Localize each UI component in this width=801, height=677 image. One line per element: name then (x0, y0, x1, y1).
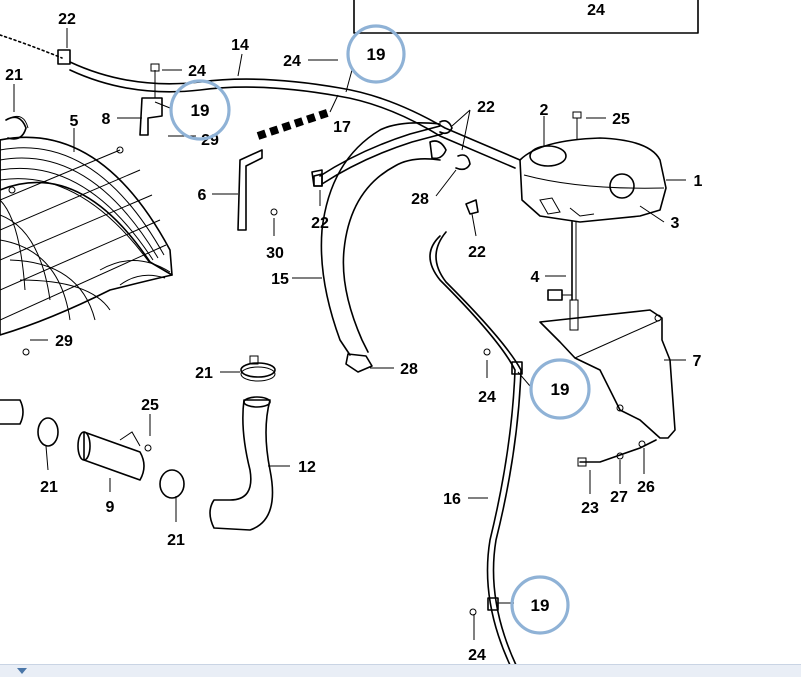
part-bracket-7 (539, 309, 676, 439)
callout-21: 21 (167, 532, 185, 549)
highlight-label-19: 19 (551, 380, 570, 399)
callout-4: 4 (531, 269, 540, 286)
highlight-circle-19[interactable]: 19 (169, 79, 231, 141)
callout-25: 25 (612, 111, 630, 128)
callout-24: 24 (283, 53, 301, 70)
callout-22: 22 (477, 99, 495, 116)
callout-24: 24 (478, 389, 496, 406)
part-hose-17 (311, 125, 443, 187)
callout-30: 30 (266, 245, 284, 262)
leader-lines (13, 28, 686, 640)
callout-labels: 22 21 14 24 24 8 5 29 17 22 2 25 1 6 22 … (5, 11, 702, 664)
part-pipe-9 (0, 348, 185, 499)
callout-23: 23 (581, 500, 599, 517)
callout-17: 17 (333, 119, 351, 136)
part-bracket-8 (139, 63, 163, 136)
clamp-21-top-left (5, 115, 29, 140)
callout-2: 2 (540, 102, 549, 119)
callout-28: 28 (400, 361, 418, 378)
highlight-circle-19[interactable]: 19 (529, 358, 591, 420)
highlight-label-19: 19 (191, 101, 210, 120)
callout-15: 15 (271, 271, 289, 288)
fasteners-23-27-26 (577, 439, 657, 467)
part-hose-15 (320, 122, 447, 373)
clamp-21-upper (240, 355, 276, 382)
callout-8: 8 (102, 111, 111, 128)
callout-7: 7 (693, 353, 702, 370)
callout-21: 21 (195, 365, 213, 382)
callout-24: 24 (188, 63, 206, 80)
callout-16: 16 (443, 491, 461, 508)
callout-28: 28 (411, 191, 429, 208)
callout-27: 27 (610, 489, 628, 506)
part-bracket-6 (237, 94, 339, 231)
callout-9: 9 (106, 499, 115, 516)
part-hose-14 (0, 34, 521, 169)
callout-22: 22 (311, 215, 329, 232)
callout-24: 24 (468, 647, 486, 664)
highlight-circle-19[interactable]: 19 (510, 575, 570, 635)
callout-6: 6 (198, 187, 207, 204)
part-fan-shroud (0, 136, 173, 336)
part-sensor-4 (547, 221, 579, 331)
title-box: 24 (353, 0, 699, 34)
clamps-22 (313, 120, 479, 215)
highlight-label-19: 19 (531, 596, 550, 615)
highlight-label-19: 19 (367, 45, 386, 64)
callout-21: 21 (40, 479, 58, 496)
callout-21: 21 (5, 67, 23, 84)
highlighted-callouts: 19 19 19 19 (169, 24, 591, 635)
bottom-toolbar (0, 664, 801, 677)
callout-12: 12 (298, 459, 316, 476)
part-hose-12 (209, 396, 274, 531)
highlight-circle-19[interactable]: 19 (346, 24, 406, 84)
callout-14: 14 (231, 37, 249, 54)
callout-25: 25 (141, 397, 159, 414)
callout-3: 3 (671, 215, 680, 232)
callout-26: 26 (637, 479, 655, 496)
part-expansion-tank (519, 111, 667, 223)
callout-22: 22 (468, 244, 486, 261)
part-hose-16 (429, 231, 523, 666)
callout-29: 29 (55, 333, 73, 350)
title-box-label: 24 (587, 2, 605, 19)
caret-down-icon[interactable] (17, 668, 27, 674)
callout-1: 1 (694, 173, 703, 190)
callout-5: 5 (70, 113, 79, 130)
callout-22: 22 (58, 11, 76, 28)
